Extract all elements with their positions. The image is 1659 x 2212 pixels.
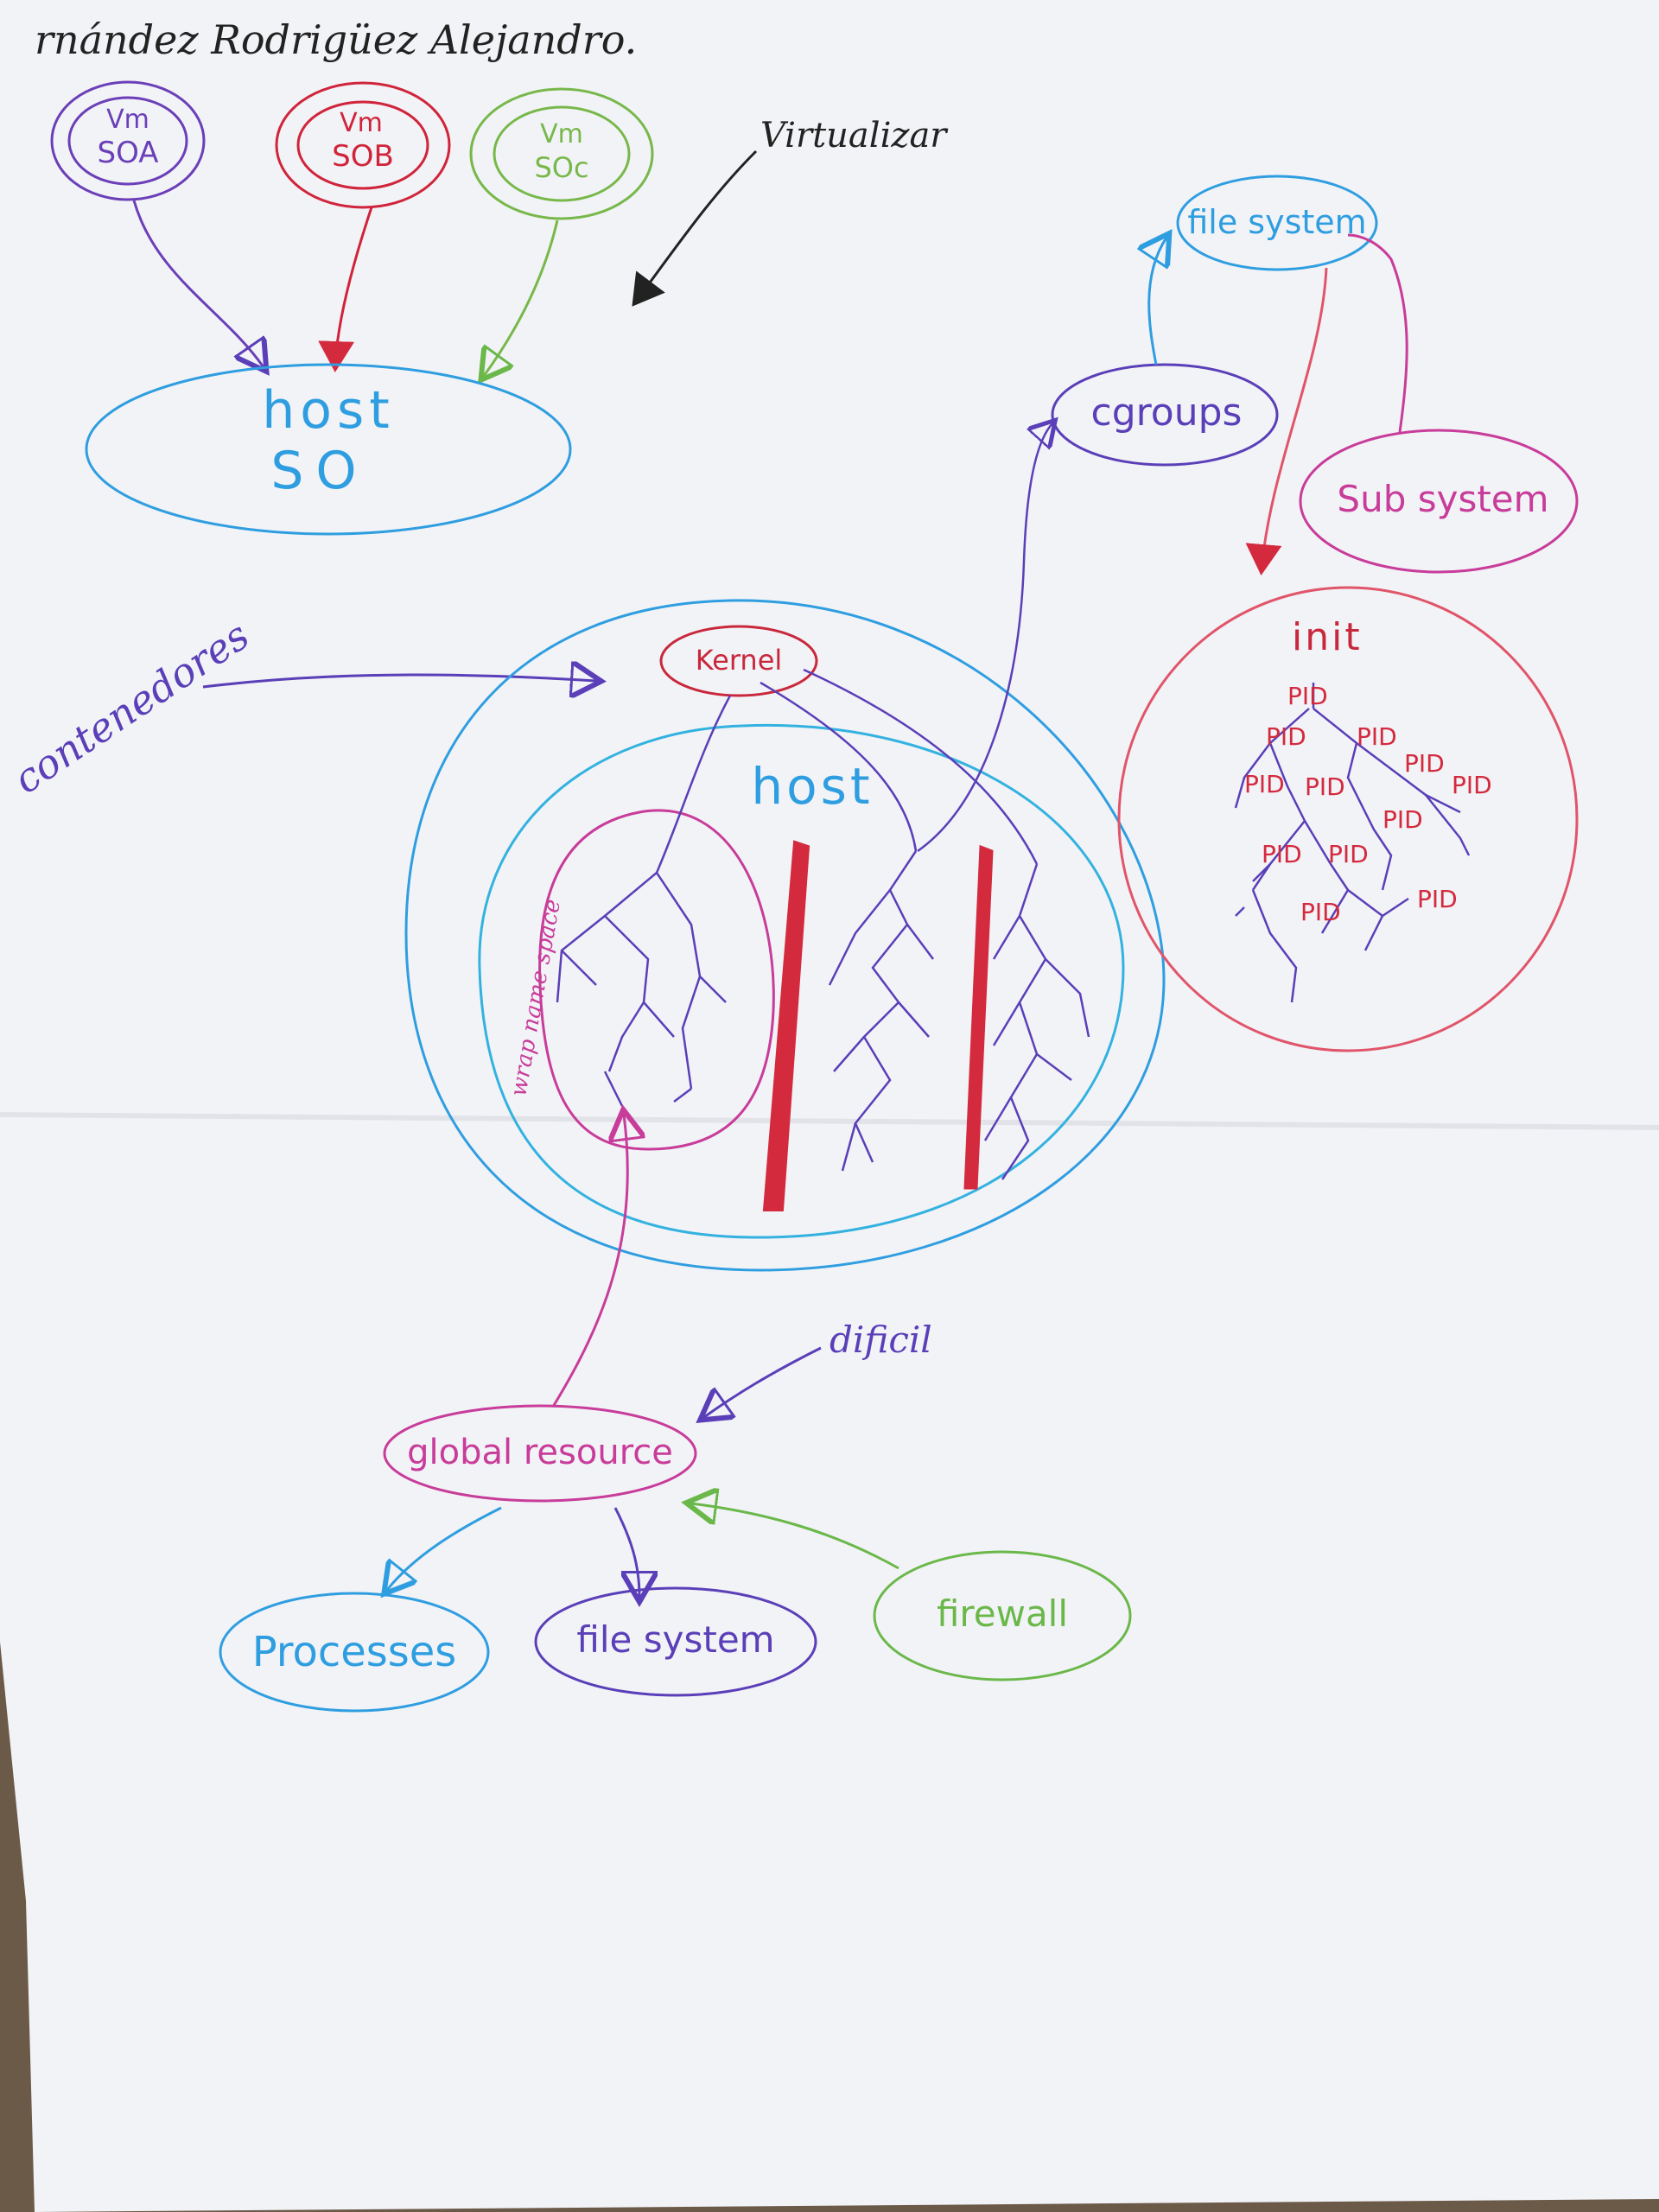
process-tree-middle	[828, 850, 934, 1172]
vm-soa-line2: SOA	[97, 136, 158, 170]
vm-sob-line1: Vm	[340, 108, 383, 138]
processes-label: Processes	[252, 1628, 457, 1676]
host-so-node: host SO	[85, 363, 572, 536]
isolation-bar-1	[762, 840, 810, 1211]
filesystem-top-node: file system	[1176, 175, 1378, 271]
pid-label: PID	[1417, 885, 1458, 913]
pid-label: PID	[1266, 722, 1306, 751]
cgroups-label: cgroups	[1091, 391, 1243, 435]
filesystem-top-label: file system	[1187, 203, 1366, 241]
vm-sob-node: Vm SOB	[275, 81, 451, 209]
author-name: rnández Rodrigüez Alejandro.	[35, 16, 637, 63]
outer-container-circle	[404, 599, 1166, 1272]
cgroups-node: cgroups	[1051, 363, 1279, 467]
arrow-containers-kernel	[202, 675, 596, 687]
vm-soc-line2: SOc	[534, 151, 588, 184]
vm-soc-line1: Vm	[540, 119, 583, 149]
arrow-global-filesystem	[613, 1507, 639, 1597]
init-circle	[1117, 586, 1579, 1052]
pid-label: PID	[1357, 722, 1397, 751]
kernel-links	[655, 668, 1039, 874]
arrow-filesystem-init	[1245, 267, 1328, 575]
pid-tree	[1234, 683, 1471, 1003]
pid-label: PID	[1328, 840, 1369, 868]
pid-label: PID	[1300, 898, 1341, 926]
pid-label: PID	[1382, 805, 1423, 834]
host-so-line2: SO	[270, 441, 368, 501]
arrow-vma-host	[132, 200, 264, 367]
pid-labels: PID PID PID PID PID PID PID PID PID PID …	[1244, 682, 1492, 926]
arrow-global-namespace	[551, 1115, 627, 1408]
pid-label: PID	[1404, 749, 1445, 778]
kernel-node: Kernel	[659, 625, 818, 697]
arrow-global-processes	[387, 1506, 502, 1590]
arrow-dificil	[704, 1346, 822, 1417]
subsystem-label: Sub system	[1337, 478, 1548, 520]
host-inner-circle	[478, 723, 1125, 1239]
filesystem-bottom-node: file system	[534, 1586, 817, 1697]
arrow-firewall-global	[691, 1503, 899, 1570]
vm-soa-line1: Vm	[106, 105, 149, 135]
kernel-label: Kernel	[696, 644, 783, 677]
subsystem-node: Sub system	[1299, 429, 1579, 574]
host-label: host	[751, 757, 873, 816]
host-so-line1: host	[262, 380, 395, 441]
isolation-bar-2	[963, 844, 994, 1190]
vm-sob-line2: SOB	[332, 139, 394, 174]
processes-node: Processes	[219, 1592, 490, 1713]
pid-label: PID	[1305, 772, 1345, 801]
global-resource-label: global resource	[407, 1433, 673, 1472]
filesystem-bottom-label: file system	[576, 1618, 774, 1661]
firewall-label: firewall	[937, 1592, 1068, 1635]
link-subsystem-filesystem	[1347, 233, 1408, 433]
process-tree-right	[983, 863, 1090, 1180]
pid-label: PID	[1244, 770, 1285, 798]
vm-soa-node: Vm SOA	[50, 80, 206, 201]
dificil-label: dificil	[830, 1319, 932, 1361]
process-tree-namespace	[556, 872, 727, 1107]
firewall-node: firewall	[873, 1550, 1132, 1681]
arrow-vmb-host	[318, 207, 373, 372]
virtualizer-label: Virtualizar	[760, 116, 949, 156]
paper-fold	[0, 1112, 1659, 1130]
pid-label: PID	[1287, 682, 1328, 710]
init-label: init	[1292, 615, 1363, 659]
pid-label: PID	[1452, 771, 1492, 799]
arrow-vmc-host	[484, 219, 559, 376]
arrow-tree-cgroups	[917, 423, 1052, 853]
arrow-cgroups-filesystem	[1149, 238, 1166, 365]
global-resource-node: global resource	[383, 1404, 697, 1503]
namespace-oval	[538, 809, 775, 1151]
pid-label: PID	[1262, 840, 1302, 868]
vm-soc-node: Vm SOc	[469, 87, 654, 220]
arrow-virtualizer	[632, 149, 758, 307]
